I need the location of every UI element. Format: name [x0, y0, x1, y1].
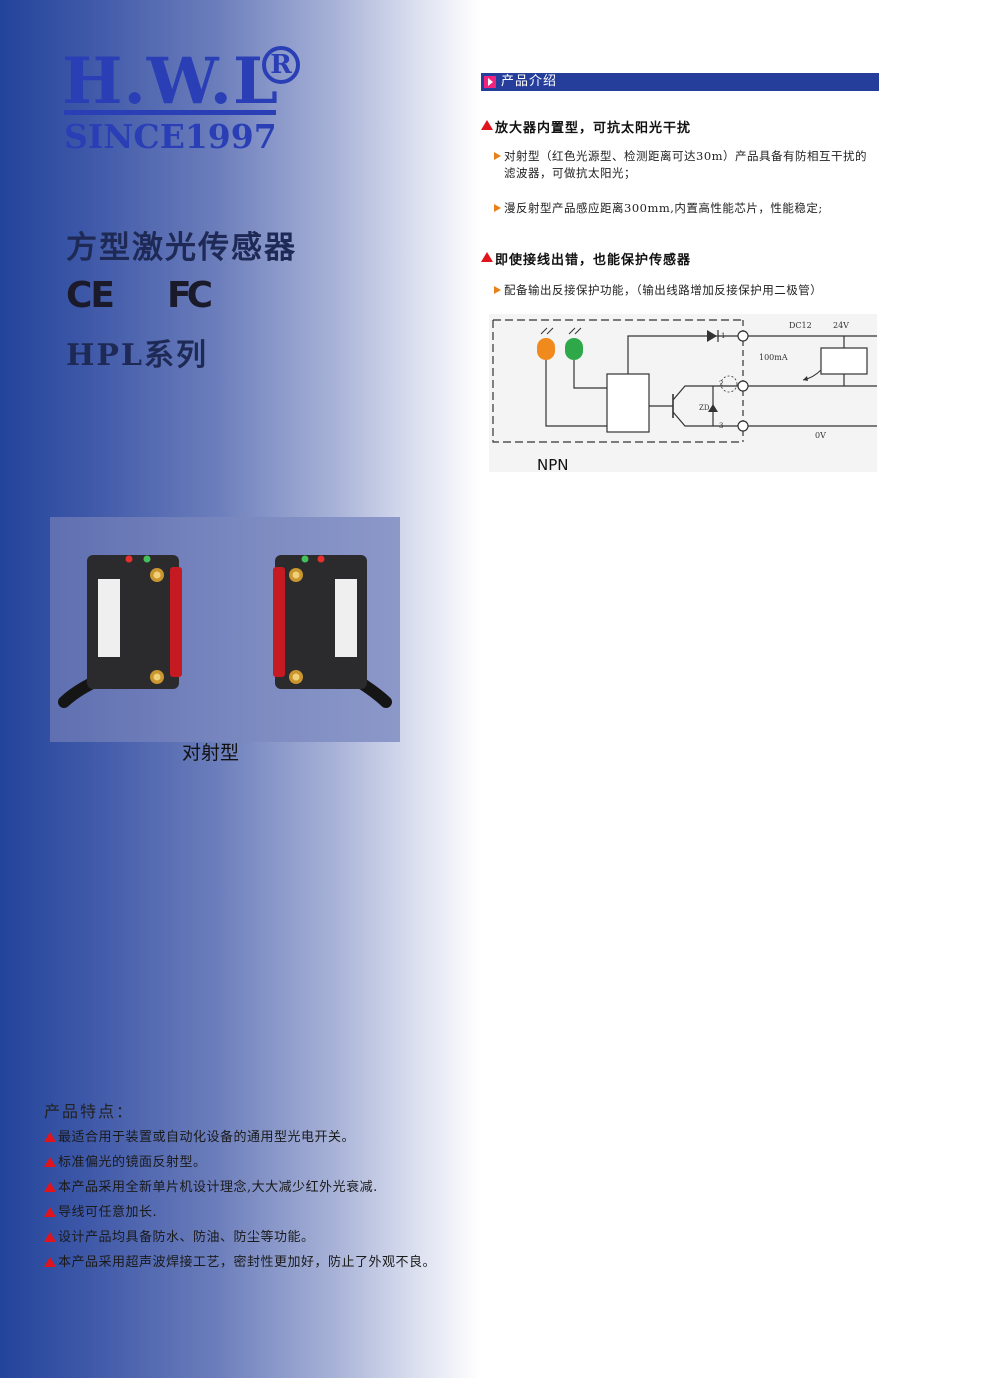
npn-circuit-diagram: 1 ZD 2 3 DC12 24V 100mA 0V	[489, 314, 877, 472]
brand-logo: H.W.L	[62, 44, 279, 119]
feature-item: 最适合用于装置或自动化设备的通用型光电开关。	[44, 1130, 444, 1145]
feature-item: 设计产品均具备防水、防油、防尘等功能。	[44, 1230, 444, 1245]
red-triangle-icon	[44, 1232, 56, 1242]
fcc-mark-icon: FC	[167, 275, 213, 316]
orange-triangle-icon	[494, 286, 501, 294]
sensor-pair-image	[58, 555, 392, 708]
svg-text:DC12: DC12	[789, 321, 812, 330]
intro-bullet-3: 配备输出反接保护功能，（输出线路增加反接保护用二极管）	[494, 282, 878, 299]
intro-bullet-1: 对射型（红色光源型、检测距离可达30m）产品具备有防相互干扰的滤波器，可做抗太阳…	[494, 148, 878, 182]
registered-mark: R	[262, 46, 300, 84]
feature-item: 标准偏光的镜面反射型。	[44, 1155, 444, 1170]
orange-triangle-icon	[494, 152, 501, 160]
feature-item: 导线可任意加长.	[44, 1205, 444, 1220]
red-triangle-icon	[481, 120, 493, 130]
play-icon	[484, 76, 496, 88]
red-triangle-icon	[44, 1157, 56, 1167]
svg-text:3: 3	[719, 422, 723, 430]
features-list: 最适合用于装置或自动化设备的通用型光电开关。 标准偏光的镜面反射型。 本产品采用…	[44, 1130, 444, 1280]
svg-text:24V: 24V	[833, 321, 849, 330]
svg-text:100mA: 100mA	[759, 353, 788, 362]
red-triangle-icon	[44, 1132, 56, 1142]
svg-text:1: 1	[721, 332, 725, 340]
orange-led-icon	[537, 338, 555, 360]
svg-text:ZD: ZD	[699, 404, 710, 412]
red-triangle-icon	[481, 252, 493, 262]
red-triangle-icon	[44, 1257, 56, 1267]
circuit-type-label: NPN	[537, 456, 569, 474]
intro-bullet-2: 漫反射型产品感应距离300mm,内置高性能芯片，性能稳定;	[494, 200, 878, 217]
feature-item: 本产品采用全新单片机设计理念,大大减少红外光衰减.	[44, 1180, 444, 1195]
section-header-bar: 产品介绍	[481, 73, 879, 91]
red-triangle-icon	[44, 1182, 56, 1192]
logo-underline	[64, 110, 276, 115]
product-series: HPL系列	[66, 338, 208, 373]
section-title: 产品介绍	[501, 74, 558, 89]
ce-mark-icon: CE	[66, 275, 115, 316]
features-title: 产品特点：	[44, 1102, 135, 1121]
product-photo	[50, 517, 400, 742]
load-icon	[820, 347, 868, 375]
photo-caption: 对射型	[182, 742, 240, 764]
red-triangle-icon	[44, 1207, 56, 1217]
svg-text:0V: 0V	[815, 431, 826, 440]
feature-item: 本产品采用超声波焊接工艺，密封性更加好，防止了外观不良。	[44, 1255, 444, 1270]
brand-since: SINCE1997	[64, 117, 277, 156]
intro-heading-1: 放大器内置型，可抗太阳光干扰	[481, 117, 691, 136]
green-led-icon	[565, 338, 583, 360]
product-title: 方型激光传感器	[66, 230, 297, 266]
intro-heading-2: 即使接线出错，也能保护传感器	[481, 249, 691, 268]
orange-triangle-icon	[494, 204, 501, 212]
